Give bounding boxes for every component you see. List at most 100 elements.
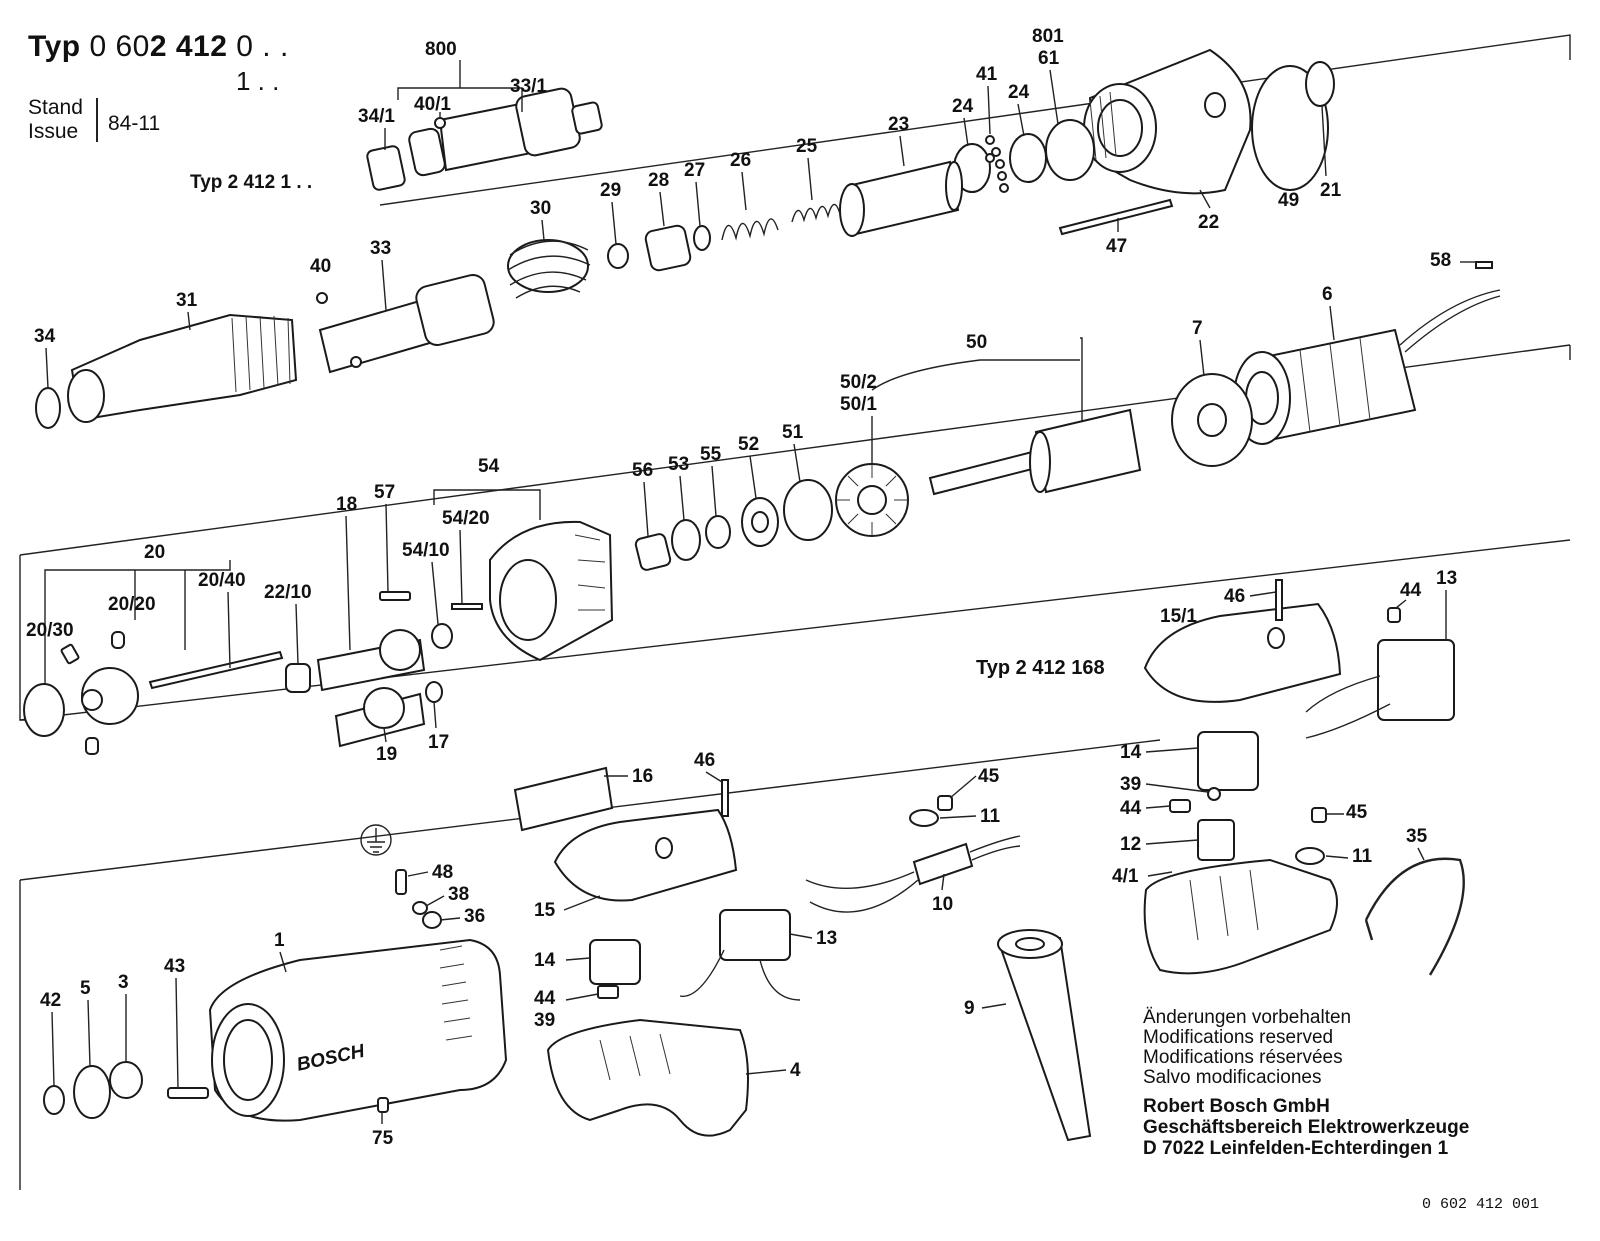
label-61: 61 (1038, 48, 1060, 69)
shaft-18 (316, 629, 426, 692)
label-41: 41 (976, 64, 998, 85)
screw-47 (1058, 198, 1174, 236)
bearing-plate-51 (783, 479, 833, 541)
label-14b: 14 (534, 950, 556, 971)
label-10: 10 (932, 894, 953, 915)
label-50: 50 (966, 332, 987, 353)
pin-54-20 (451, 603, 483, 610)
label-54-10: 54/10 (402, 540, 450, 561)
label-14a: 14 (1120, 742, 1142, 763)
model-type-heading: Typ 0 602 412 0 . . (28, 30, 289, 63)
label-17: 17 (428, 732, 449, 753)
label-12: 12 (1120, 834, 1141, 855)
spindle-33 (316, 273, 495, 374)
nut-29 (607, 243, 629, 269)
spring-30 (507, 239, 591, 299)
label-57: 57 (374, 482, 395, 503)
label-15: 15 (534, 900, 556, 921)
ground-symbol-icon (360, 824, 392, 856)
ring-61 (1045, 119, 1095, 181)
spring-25 (791, 203, 841, 223)
gear-housing-22 (1083, 48, 1252, 195)
label-27: 27 (684, 160, 705, 181)
handle-shell-4-1 (1143, 858, 1338, 975)
label-50-2: 50/2 (840, 372, 877, 393)
clamp-11a (1295, 847, 1325, 865)
planet-carrier-20 (23, 560, 284, 755)
label-24a: 24 (952, 96, 974, 117)
handle-cover-15 (553, 808, 738, 902)
label-11a: 11 (1352, 846, 1373, 867)
switch-14b (589, 939, 641, 999)
label-43: 43 (164, 956, 185, 977)
label-44c: 44 (534, 988, 556, 1009)
label-800: 800 (425, 39, 457, 60)
label-26: 26 (730, 150, 751, 171)
label-20-40: 20/40 (198, 570, 246, 591)
screw-46a (1275, 579, 1283, 621)
label-13b: 13 (816, 928, 837, 949)
label-13a: 13 (1436, 568, 1457, 589)
label-40-1: 40/1 (414, 94, 451, 115)
sleeve-22-10 (285, 663, 311, 693)
screw-45b (937, 795, 953, 811)
label-54-20: 54/20 (442, 508, 490, 529)
label-25: 25 (796, 136, 818, 157)
label-6: 6 (1322, 284, 1333, 305)
label-35: 35 (1406, 826, 1428, 847)
screw-57 (379, 591, 411, 601)
label-15-1: 15/1 (1160, 606, 1197, 627)
switch-14a (1197, 731, 1259, 791)
label-22-10: 22/10 (264, 582, 312, 603)
label-9: 9 (964, 998, 975, 1019)
motor-housing-1: BOSCH (208, 938, 508, 1122)
label-36: 36 (464, 906, 485, 927)
plate-16 (513, 766, 614, 832)
screw-45a (1311, 807, 1327, 823)
label-16: 16 (632, 766, 653, 787)
ring-34 (35, 387, 61, 429)
part-labels: 800 40/1 33/1 34/1 Typ 2 412 1 . . 801 6… (26, 26, 1476, 1149)
washer-36 (422, 911, 442, 929)
label-21: 21 (1320, 180, 1342, 201)
label-29: 29 (600, 180, 621, 201)
switch-13b (679, 909, 801, 1001)
washer-27 (693, 225, 711, 251)
spring-26 (721, 218, 779, 241)
screw-48 (395, 869, 407, 895)
clutch-23 (839, 160, 963, 237)
variant-spindle-assembly (366, 60, 603, 191)
clamp-11b (909, 809, 939, 827)
label-45b: 45 (978, 766, 1000, 787)
label-24b: 24 (1008, 82, 1030, 103)
label-49: 49 (1278, 190, 1299, 211)
washer-55 (705, 515, 731, 549)
handle-cover-15-1 (1143, 602, 1342, 703)
label-19: 19 (376, 744, 397, 765)
shaft-19 (334, 687, 426, 748)
label-56: 56 (632, 460, 653, 481)
modifications-notice: Änderungen vorbehalten Modifications res… (1143, 1007, 1352, 1088)
label-52: 52 (738, 434, 759, 455)
label-45a: 45 (1346, 802, 1368, 823)
label-54: 54 (478, 456, 500, 477)
washer-17 (425, 681, 443, 703)
label-39b: 39 (534, 1010, 555, 1031)
clip-35 (1364, 857, 1465, 976)
label-44a: 44 (1400, 580, 1422, 601)
label-22: 22 (1198, 212, 1219, 233)
washer-39a (1207, 787, 1221, 801)
label-44b: 44 (1120, 798, 1142, 819)
stator-6 (1233, 289, 1501, 445)
disc-7-hole (1197, 403, 1227, 437)
ring-54-10 (431, 623, 453, 649)
label-30: 30 (530, 198, 551, 219)
plug-75 (377, 1097, 389, 1113)
label-34-1: 34/1 (358, 106, 395, 127)
part-28 (644, 224, 692, 272)
screw-46b (721, 779, 729, 817)
label-46b: 46 (694, 750, 715, 771)
model-type-sub: 1 . . (236, 66, 280, 96)
